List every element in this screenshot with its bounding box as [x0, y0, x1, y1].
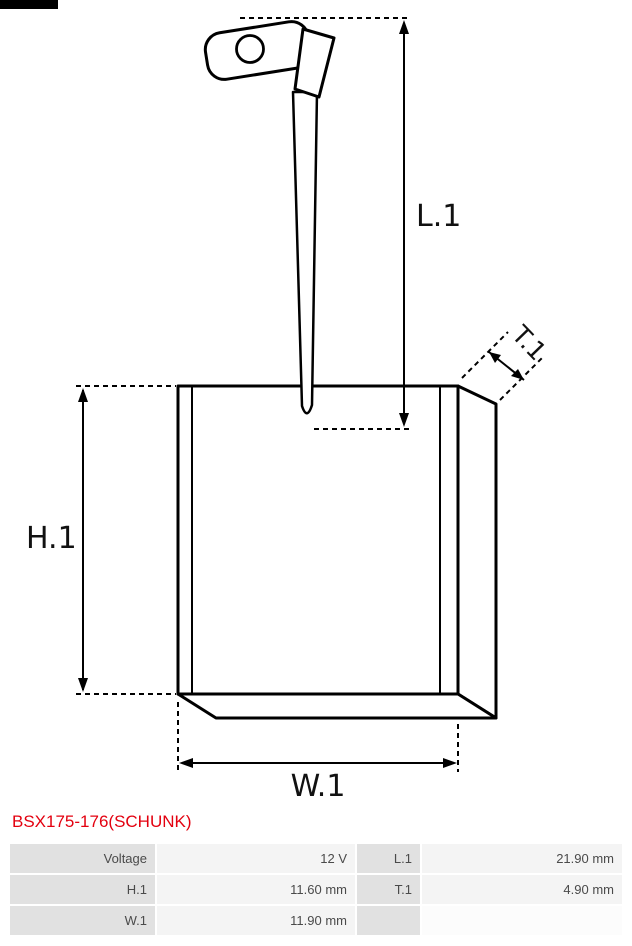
product-code: BSX175-176(SCHUNK)	[12, 812, 192, 831]
lead-wire	[291, 90, 319, 415]
dimension-h1: H.1	[26, 385, 176, 695]
spec-label-cell: H.1	[10, 875, 155, 904]
spec-value-cell: 12 V	[157, 844, 355, 873]
brush-body	[176, 384, 498, 720]
terminal-hole	[235, 34, 265, 64]
dimension-l1: L.1	[240, 17, 461, 430]
spec-value-cell: 21.90 mm	[422, 844, 622, 873]
spec-value-cell: 4.90 mm	[422, 875, 622, 904]
spec-row: W.1 11.90 mm	[10, 906, 622, 935]
l1-label: L.1	[416, 199, 461, 234]
dimension-t1: T.1	[461, 319, 552, 401]
h1-label: H.1	[26, 521, 77, 556]
spec-label-cell	[357, 906, 420, 935]
spec-row: H.1 11.60 mm T.1 4.90 mm	[10, 875, 622, 904]
spec-row: Voltage 12 V L.1 21.90 mm	[10, 844, 622, 873]
spec-label-cell: T.1	[357, 875, 420, 904]
spec-label-cell: Voltage	[10, 844, 155, 873]
dimension-w1: W.1	[177, 702, 459, 800]
spec-label-cell: W.1	[10, 906, 155, 935]
spec-table: Voltage 12 V L.1 21.90 mm H.1 11.60 mm T…	[8, 842, 624, 937]
w1-label: W.1	[291, 769, 346, 800]
spec-value-cell: 11.60 mm	[157, 875, 355, 904]
t1-label: T.1	[505, 319, 552, 366]
technical-drawing: L.1 H.1 W.1 T.1	[26, 17, 552, 800]
spec-label-cell: L.1	[357, 844, 420, 873]
spec-value-cell: 11.90 mm	[157, 906, 355, 935]
logo-fragment	[0, 0, 58, 9]
terminal-lug	[203, 20, 336, 99]
spec-value-cell	[422, 906, 622, 935]
